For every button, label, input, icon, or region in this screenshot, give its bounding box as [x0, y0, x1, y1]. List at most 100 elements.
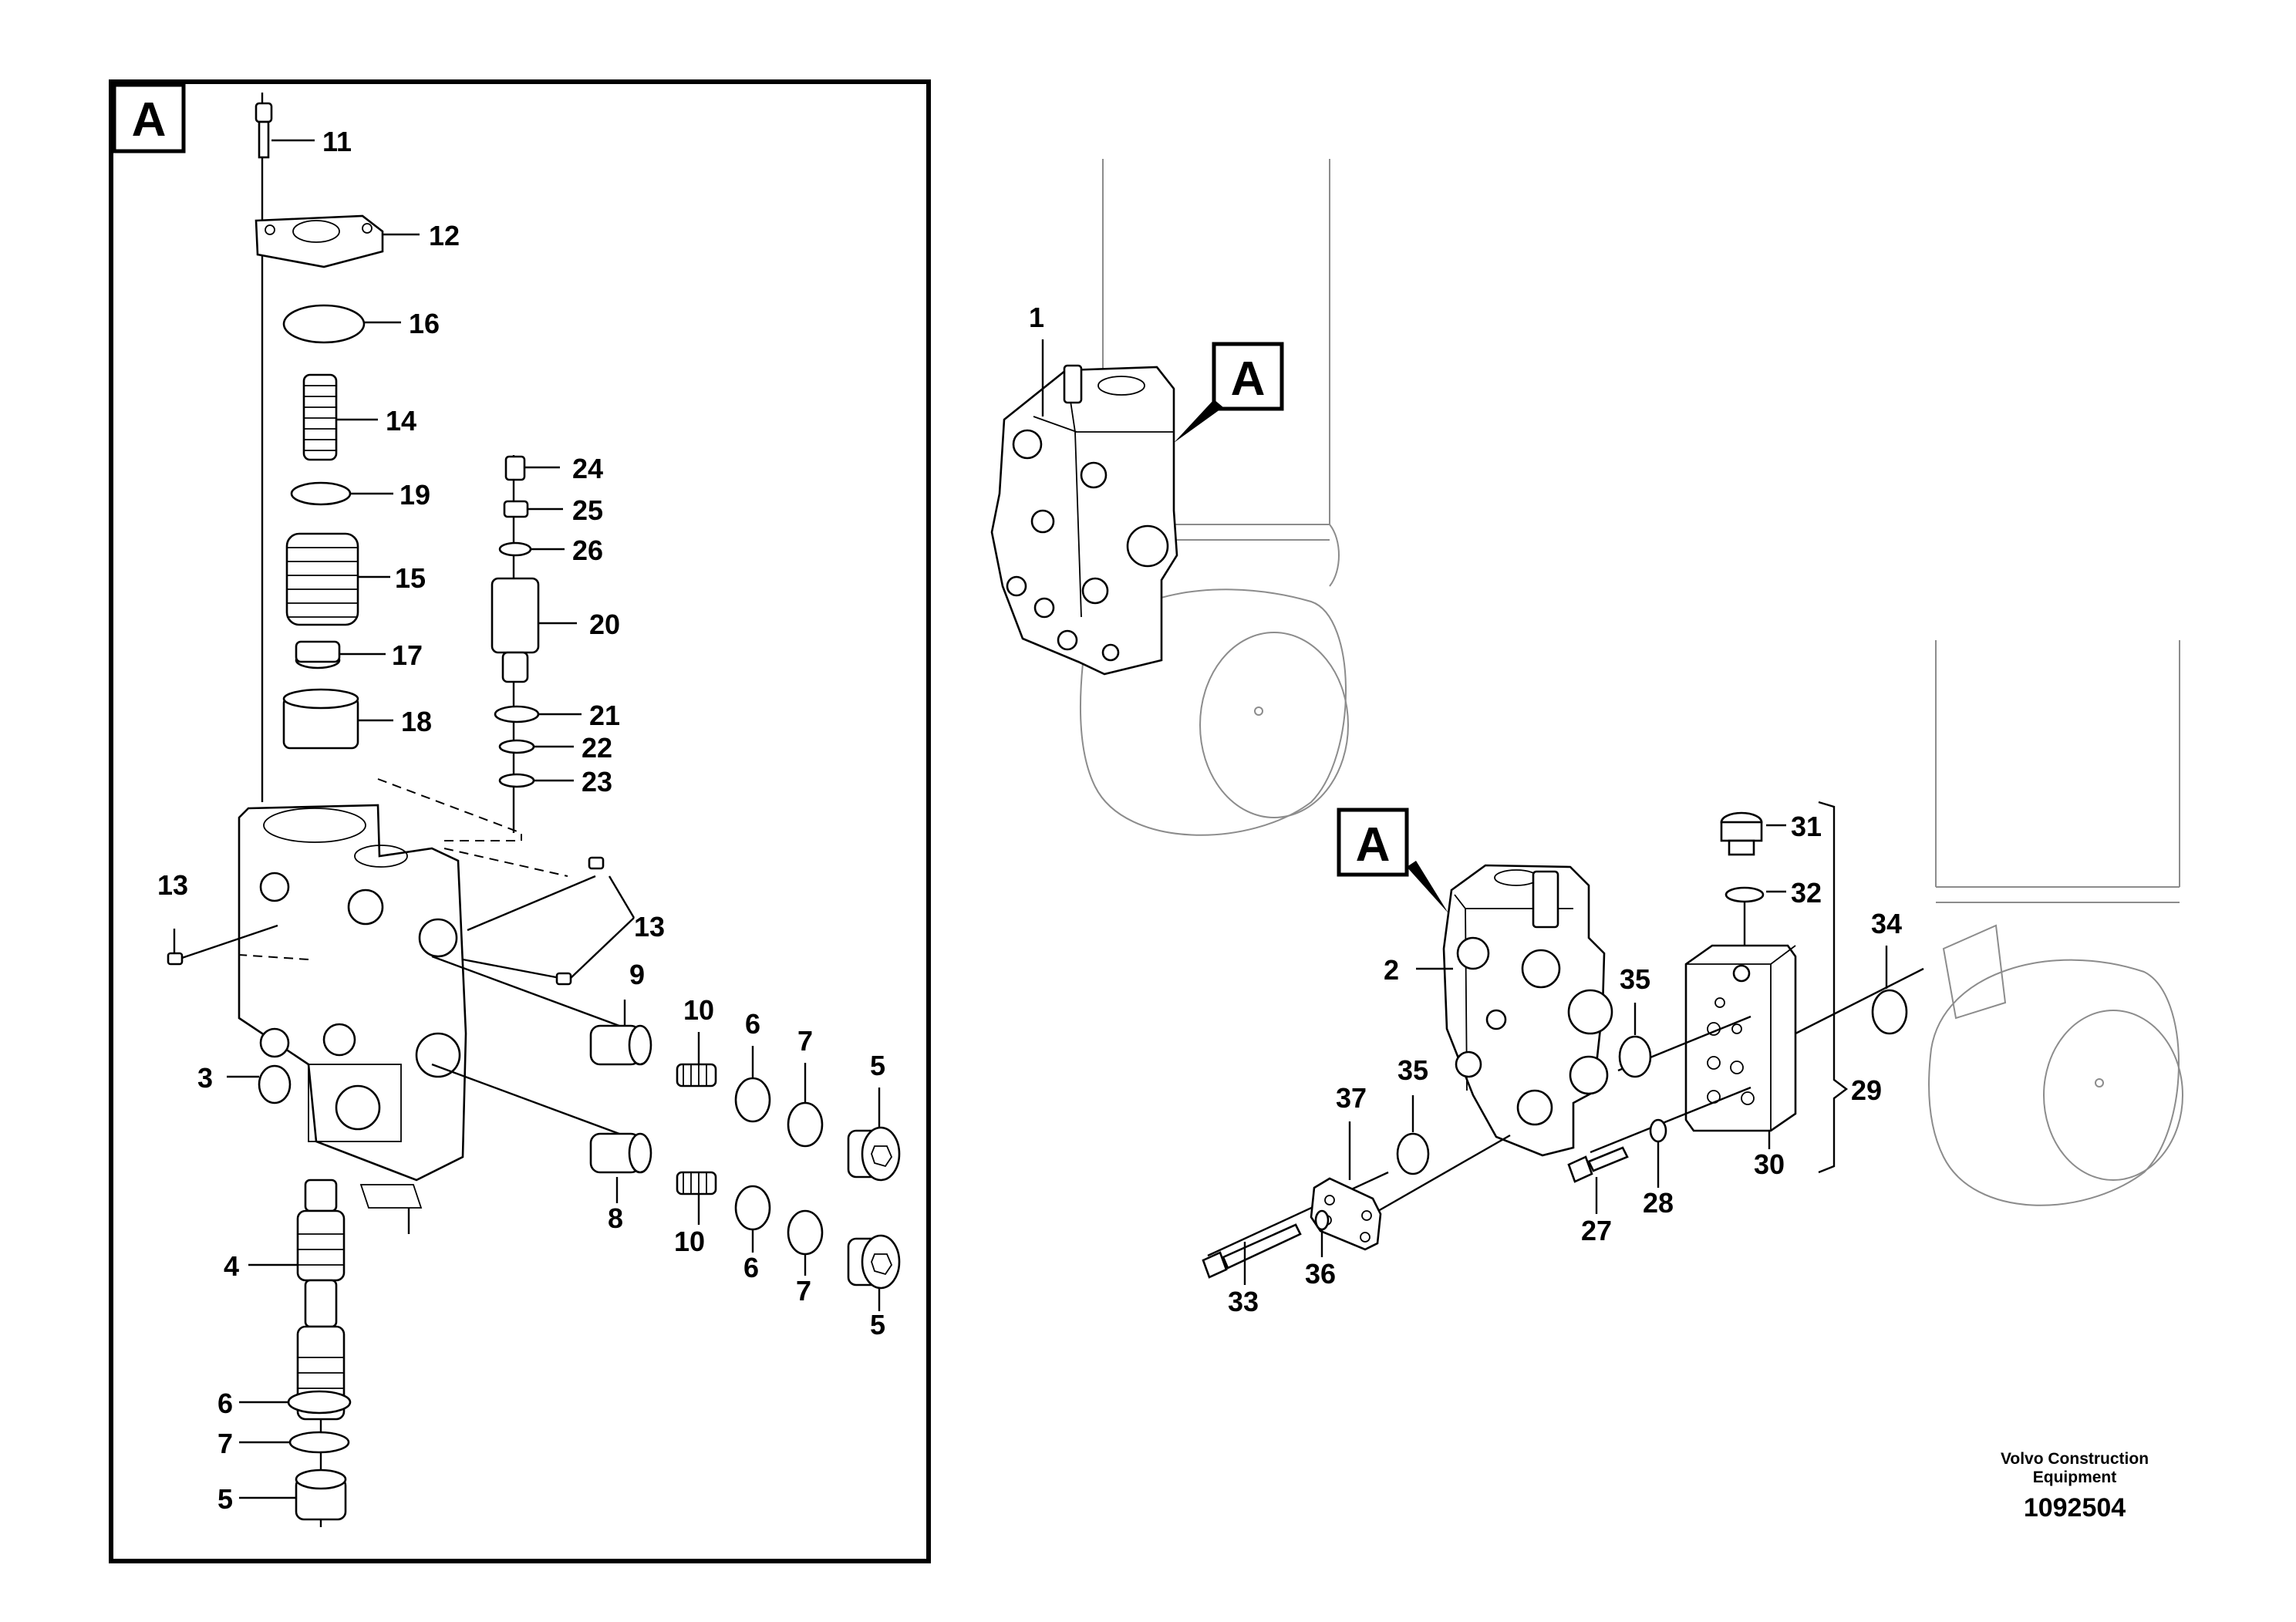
block-part-30: [1684, 944, 1797, 1132]
part-label-35-lower: 35: [1397, 1054, 1428, 1086]
part-label-25: 25: [572, 494, 603, 526]
part-label-11: 11: [322, 126, 352, 157]
washer-part-28: [1649, 1118, 1667, 1143]
part-label-14: 14: [386, 405, 416, 437]
seat-part-17: [295, 640, 341, 669]
callout-letter-a-lower: A: [1356, 818, 1391, 872]
pressure-switch-part-20: [491, 577, 540, 683]
part-label-26: 26: [572, 534, 603, 566]
hidden-outline: [238, 778, 568, 960]
callout-pointer-lower: [1407, 861, 1448, 913]
part-label-29: 29: [1851, 1074, 1882, 1106]
part-label-5-bottom: 5: [217, 1483, 233, 1515]
control-valve-part-1: [990, 364, 1178, 676]
nameplate: [359, 1184, 423, 1209]
part-label-19: 19: [400, 479, 430, 511]
part-label-30: 30: [1754, 1148, 1785, 1180]
brand-line-2: Equipment: [2033, 1469, 2117, 1486]
flange-part-37: [1310, 1177, 1382, 1251]
spool-part-4: [296, 1179, 346, 1421]
part-label-7-upper: 7: [797, 1025, 813, 1057]
part-label-5-lower: 5: [870, 1309, 885, 1340]
bracket-part-29: [1818, 801, 1848, 1174]
o-ring-part-21: [494, 705, 540, 723]
detail-view-letter-box: [112, 83, 186, 153]
part-label-16: 16: [409, 308, 440, 339]
spring-part-10-lower: [676, 1171, 717, 1195]
part-label-15: 15: [395, 562, 426, 594]
control-valve-part-2: [1442, 864, 1613, 1157]
part-label-6-bottom: 6: [217, 1388, 233, 1419]
part-label-33: 33: [1228, 1286, 1259, 1317]
plug-part-3: [258, 1064, 292, 1104]
part-label-6-lower: 6: [743, 1252, 759, 1283]
overview-leader-lines: [1243, 824, 1888, 1285]
part-label-5-upper: 5: [870, 1050, 885, 1081]
part-label-6-upper: 6: [745, 1008, 760, 1040]
part-label-34: 34: [1871, 908, 1902, 939]
part-label-8: 8: [608, 1202, 623, 1234]
part-label-20: 20: [589, 609, 620, 640]
detail-view-frame: [109, 79, 931, 1563]
plunger-part-9: [589, 1024, 652, 1066]
callout-box-a-upper: [1212, 342, 1284, 411]
o-ring-part-6-upper: [734, 1077, 771, 1123]
part-label-32: 32: [1791, 877, 1822, 909]
part-label-13-right: 13: [634, 911, 665, 943]
plug-part-31: [1720, 811, 1763, 856]
axis-line-27: [1590, 1086, 1752, 1154]
screw-part-13: [167, 856, 605, 986]
plug-part-24: [504, 455, 526, 481]
detail-leader-lines: [173, 139, 881, 1499]
washer-part-19: [290, 481, 352, 506]
bolt-part-11: [255, 102, 273, 159]
bolt-part-33: [1202, 1223, 1302, 1279]
footer: Volvo Construction Equipment 1092504: [2001, 1450, 2149, 1523]
part-label-31: 31: [1791, 811, 1822, 842]
axis-line-37: [1372, 1134, 1511, 1216]
part-label-27: 27: [1581, 1215, 1612, 1246]
part-label-23: 23: [582, 766, 612, 798]
part-label-2: 2: [1384, 954, 1399, 986]
part-label-18: 18: [401, 706, 432, 737]
detail-view-a: A: [109, 79, 931, 1563]
sleeve-part-18: [282, 688, 359, 750]
plunger-part-8: [589, 1132, 652, 1174]
washer-part-36: [1314, 1209, 1330, 1231]
part-label-10-upper: 10: [683, 994, 714, 1026]
o-ring-part-26: [498, 541, 532, 557]
axis-line-lower: [431, 1063, 641, 1143]
plug-part-5-upper: [847, 1126, 901, 1182]
axis-line-33: [1207, 1171, 1389, 1257]
ring-part-7-lower: [787, 1209, 824, 1256]
o-ring-part-35-upper: [1618, 1035, 1652, 1078]
part-label-1: 1: [1029, 302, 1044, 333]
callout-pointer-upper: [1174, 400, 1223, 443]
part-label-10-lower: 10: [674, 1226, 705, 1257]
callout-letter-a-upper: A: [1231, 352, 1266, 406]
o-ring-part-16: [282, 304, 366, 344]
part-label-21: 21: [589, 700, 620, 731]
axis-line-upper: [431, 955, 641, 1035]
ring-part-7-upper: [787, 1101, 824, 1148]
part-label-36: 36: [1305, 1258, 1336, 1290]
bolt-part-27: [1567, 1146, 1629, 1183]
part-label-7-bottom: 7: [217, 1428, 233, 1459]
part-label-3: 3: [197, 1062, 213, 1094]
part-label-13-left: 13: [157, 869, 188, 901]
part-label-22: 22: [582, 732, 612, 764]
valve-body: [238, 804, 467, 1182]
part-label-12: 12: [429, 220, 460, 251]
o-ring-part-6-lower: [734, 1185, 771, 1231]
part-label-28: 28: [1643, 1187, 1674, 1219]
o-ring-part-34: [1871, 989, 1908, 1035]
callout-box-a-lower: [1337, 808, 1409, 877]
part-label-37: 37: [1336, 1082, 1367, 1114]
seal-part-25: [503, 500, 529, 518]
drawing-number: 1092504: [2024, 1493, 2126, 1523]
plug-part-5-lower: [847, 1234, 901, 1290]
ring-part-7-bottom: [288, 1431, 350, 1454]
spring-part-15: [285, 532, 359, 626]
brand-line-1: Volvo Construction: [2001, 1450, 2149, 1468]
